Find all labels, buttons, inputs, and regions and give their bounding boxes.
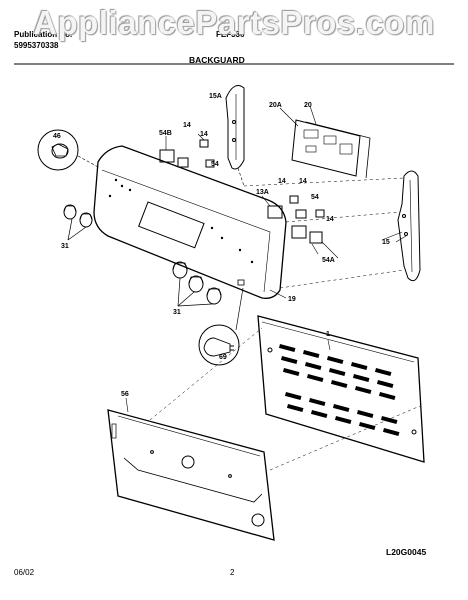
label-46: 46 [53,133,61,140]
label-54B: 54B [159,130,172,137]
label-15: 15 [382,239,390,246]
bracket-15A [225,85,245,187]
leader-lines [269,235,407,299]
rear-panel-1 [257,315,425,463]
alignment-lines [149,177,421,471]
diagram-code: L20G0045 [386,547,427,557]
label-19: 19 [288,296,296,303]
label-20: 20 [304,102,312,109]
label-69: 69 [219,354,227,361]
label-15A: 15A [209,93,222,100]
watermark: AppliancePartsPros.com [33,4,435,41]
label-54-b: 54 [311,194,319,201]
callout-labels: 46 15A 14 54B 14 54 20A 20 13A 14 14 54 … [53,93,390,398]
label-20A: 20A [269,102,282,109]
label-31-a: 31 [61,243,69,250]
bracket-15 [381,170,421,282]
label-56: 56 [121,391,129,398]
footer-date: 06/02 [14,568,35,577]
label-54-a: 54 [211,161,219,168]
control-panel-19 [93,145,287,299]
knobs-31-left [63,204,93,241]
indicator-69 [198,279,245,366]
label-14-d: 14 [299,178,307,185]
control-board-20 [279,105,371,179]
publication-number: 5995370338 [14,41,59,50]
label-14-e: 14 [326,216,334,223]
label-13A: 13A [256,189,269,196]
label-54A: 54A [322,257,335,264]
label-1: 1 [326,331,330,338]
knobs-31-lower [172,261,222,307]
publication-label: Publication No. [14,30,73,39]
footer-page-number: 2 [230,568,235,577]
model-number: FEF336 [216,30,245,39]
switch-group-13A [261,195,325,255]
label-14-a: 14 [183,122,191,129]
label-14-c: 14 [278,178,286,185]
section-title: BACKGUARD [189,55,245,65]
label-31-b: 31 [173,309,181,316]
knob-46 [37,129,101,171]
switch-54B [159,133,215,168]
label-14-b: 14 [200,131,208,138]
bottom-panel-56 [107,397,275,541]
